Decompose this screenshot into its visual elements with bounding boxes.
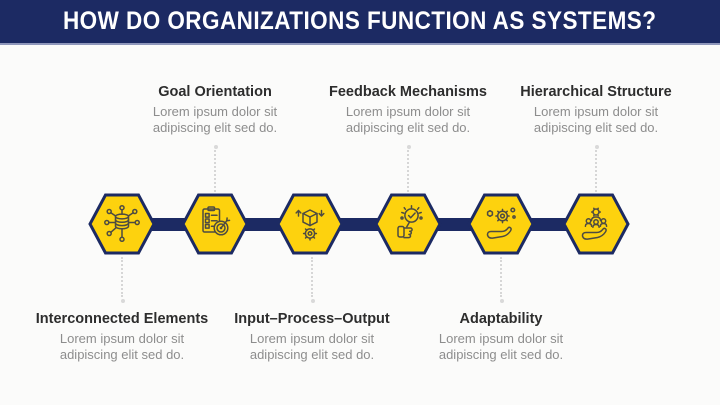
leader-dot (407, 145, 411, 149)
leader-dot (500, 299, 504, 303)
leader-dot (121, 299, 125, 303)
leader-dot (595, 145, 599, 149)
hand-check-feedback-icon (397, 204, 423, 239)
leader-dot (214, 145, 218, 149)
item-title: Interconnected Elements (35, 311, 209, 327)
hexagon-feedback-mechanisms (374, 193, 442, 255)
package-gear-icon (295, 209, 325, 241)
item-title: Feedback Mechanisms (329, 84, 487, 100)
page-title: HOW DO ORGANIZATIONS FUNCTION AS SYSTEMS… (63, 7, 657, 35)
hexagon-input-process-output (276, 193, 344, 255)
leader-line-interconnected (121, 257, 125, 303)
item-title: Adaptability (459, 311, 543, 327)
leader-line-adaptability (500, 257, 504, 303)
header-bar: HOW DO ORGANIZATIONS FUNCTION AS SYSTEMS… (0, 0, 720, 45)
hexagon-goal-orientation (181, 193, 249, 255)
hand-team-hierarchy-icon (581, 207, 608, 240)
checklist-target-icon (202, 206, 231, 236)
leader-line-feedback (407, 145, 411, 192)
label-input-process-output: Input–Process–Output Lorem ipsum dolor s… (202, 311, 422, 362)
label-interconnected-elements: Interconnected Elements Lorem ipsum dolo… (12, 311, 232, 362)
leader-line-hierarchical (595, 145, 599, 192)
leader-dot (311, 299, 315, 303)
hexagon-hierarchical-structure (562, 193, 630, 255)
leader-line-input (311, 257, 315, 303)
hexagon-adaptability (467, 193, 535, 255)
hand-gear-icon (486, 207, 516, 239)
item-title: Goal Orientation (158, 84, 272, 100)
item-title: Input–Process–Output (234, 311, 390, 327)
hexagon-interconnected-elements (88, 193, 156, 255)
leader-line-goal (214, 145, 218, 192)
label-hierarchical-structure: Hierarchical Structure Lorem ipsum dolor… (486, 84, 706, 135)
label-feedback-mechanisms: Feedback Mechanisms Lorem ipsum dolor si… (298, 84, 518, 135)
item-title: Hierarchical Structure (520, 84, 672, 100)
network-database-icon (104, 204, 140, 243)
